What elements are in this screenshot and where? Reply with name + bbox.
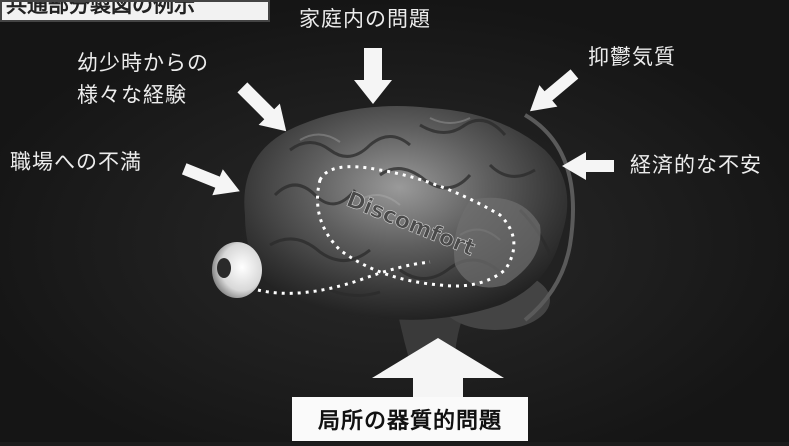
title-text: 共通部分製図の例示 xyxy=(6,0,195,19)
label-top: 家庭内の問題 xyxy=(299,4,431,34)
eye-pupil xyxy=(217,258,231,278)
label-left: 職場への不満 xyxy=(10,147,142,177)
title-box: 共通部分製図の例示 xyxy=(0,0,270,22)
label-right: 経済的な不安 xyxy=(630,150,762,180)
label-upper-right: 抑鬱気質 xyxy=(588,42,676,72)
label-bottom: 局所の器質的問題 xyxy=(292,397,528,441)
label-upper-left-2: 様々な経験 xyxy=(77,80,187,110)
label-upper-left-1: 幼少時からの xyxy=(77,48,209,78)
